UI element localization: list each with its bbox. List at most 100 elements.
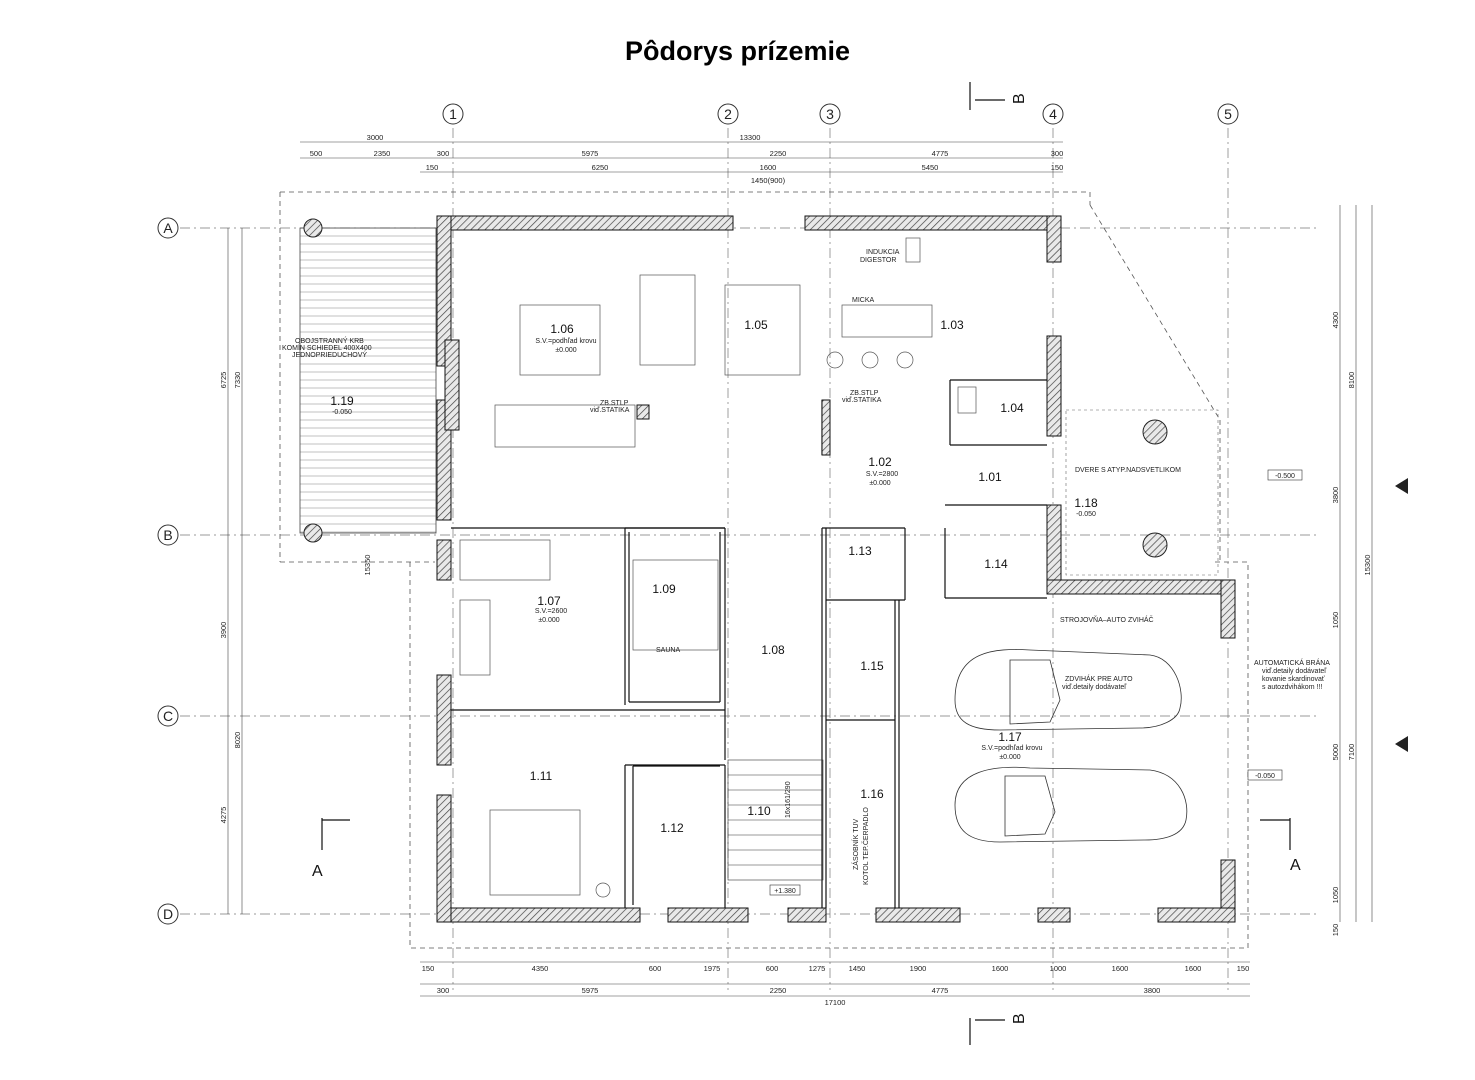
note-brana-1: AUTOMATICKÁ BRÁNA [1254, 658, 1330, 667]
axis-col-3-label: 3 [826, 106, 834, 122]
interior-walls [451, 379, 1047, 908]
room-1-14: 1.14 [984, 557, 1008, 571]
note-level-ext-2: -0.050 [1255, 773, 1275, 780]
dim-bot-r1-7: 1900 [910, 964, 927, 973]
note-digestor: DIGESTOR [860, 257, 896, 264]
room-1-06-note: S.V.=podhľad krovu [535, 338, 596, 345]
room-1-07-level: ±0.000 [538, 617, 559, 624]
stairs-level-box [769, 884, 801, 896]
note-zbstlp-living-1: ZB.STLP [600, 400, 629, 407]
dim-right-8: 150 [1331, 924, 1340, 937]
note-brana-3: kovanie skardinovať [1262, 676, 1325, 683]
axis-col-5-label: 5 [1224, 106, 1232, 122]
concrete-column-living [636, 404, 650, 420]
room-1-17-note: S.V.=podhľad krovu [981, 745, 1042, 752]
room-1-18: 1.18 [1074, 496, 1098, 510]
axis-col-1-label: 1 [449, 106, 457, 122]
room-1-07-note: S.V.=2600 [535, 608, 567, 615]
dim-left-4: 4275 [219, 807, 228, 824]
entry-column-bottom [1142, 532, 1168, 558]
dim-bot-r1-12: 150 [1237, 964, 1250, 973]
dim-top-total: 13300 [740, 133, 761, 142]
room-1-06-level: ±0.000 [555, 347, 576, 354]
dim-bot-r1-11: 1600 [1185, 964, 1202, 973]
page-title: Pôdorys prízemie [624, 36, 851, 66]
dim-left-2: 3900 [219, 622, 228, 639]
dim-bot-r1-0: 150 [422, 964, 435, 973]
dim-top-left: 3000 [367, 133, 384, 142]
entry-column-top [1142, 419, 1168, 445]
dim-bot-r1-4: 600 [766, 964, 779, 973]
entry-arrow-bottom [1395, 736, 1408, 752]
note-krb-1: OBOJSTRANNÝ KRB [295, 336, 364, 345]
room-1-03: 1.03 [940, 318, 964, 332]
axis-col-4: 4 [1042, 103, 1064, 125]
room-1-12: 1.12 [660, 821, 684, 835]
axis-grid [180, 128, 1320, 990]
entry-arrow-top [1395, 478, 1408, 494]
room-1-13: 1.13 [848, 544, 872, 558]
room-1-05: 1.05 [744, 318, 768, 332]
note-zbstlp-kitchen-2: viď.STATIKA [842, 397, 882, 404]
dim-right-4: 1050 [1331, 612, 1340, 629]
axis-col-1: 1 [442, 103, 464, 125]
dim-bot-r2-4: 3800 [1144, 986, 1161, 995]
dim-right-0: 4300 [1331, 312, 1340, 329]
dim-bot-total: 17100 [825, 998, 846, 1007]
room-1-11: 1.11 [530, 769, 553, 783]
dim-top-r2-1: 2350 [374, 149, 391, 158]
room-1-02-note: S.V.=2800 [866, 471, 898, 478]
section-a-right: A [1290, 857, 1301, 874]
dim-top-mid: 1450(900) [751, 176, 786, 185]
exterior-walls [436, 215, 1236, 923]
dim-top-r2-4: 2250 [770, 149, 787, 158]
dim-bot-r1-10: 1600 [1112, 964, 1129, 973]
axis-row-a: A [157, 217, 179, 239]
note-dvere: DVERE S ATYP.NADSVETLIKOM [1075, 467, 1181, 474]
room-1-18-level: -0.050 [1076, 511, 1096, 518]
room-1-16: 1.16 [860, 787, 884, 801]
dim-bot-r2-3: 4775 [932, 986, 949, 995]
stairs [727, 759, 824, 881]
dim-left-5: 15350 [363, 555, 372, 576]
axis-row-a-label: A [163, 220, 173, 236]
dim-left-1: 7330 [233, 372, 242, 389]
dim-top-r3-1: 6250 [592, 163, 609, 172]
dim-bot-r1-5: 1275 [809, 964, 826, 973]
section-b-top: B [1011, 93, 1028, 104]
dim-right-1: 8100 [1347, 372, 1356, 389]
dim-right-7: 1050 [1331, 887, 1340, 904]
axis-col-3: 3 [819, 103, 841, 125]
note-level-ext-1: -0.500 [1275, 473, 1295, 480]
dimension-lines [227, 141, 1373, 997]
terrace-area [299, 227, 437, 534]
car-top [954, 649, 1182, 731]
entry-terrace [1065, 409, 1219, 576]
axis-row-c: C [157, 705, 179, 727]
axis-row-c-label: C [163, 708, 173, 724]
dim-right-2: 3800 [1331, 487, 1340, 504]
room-1-15: 1.15 [860, 659, 884, 673]
dim-top-r3-2: 1600 [760, 163, 777, 172]
furniture [459, 237, 977, 898]
axis-bubbles: 1 2 3 4 5 A B C D [157, 103, 1239, 925]
room-1-09: 1.09 [652, 582, 676, 596]
dim-top-r2-5: 4775 [932, 149, 949, 158]
dim-right-6: 5000 [1331, 744, 1340, 761]
room-1-17-level: ±0.000 [999, 754, 1020, 761]
room-1-02-level: ±0.000 [869, 480, 890, 487]
note-indukcia: INDUKCIA [866, 249, 900, 256]
note-brana-4: s autozdvihákom !!! [1262, 684, 1322, 691]
axis-col-2-label: 2 [724, 106, 732, 122]
ext-level-box-2 [1247, 769, 1283, 781]
note-zbstlp-kitchen-1: ZB.STLP [850, 390, 879, 397]
dim-top-r3-0: 150 [426, 163, 439, 172]
room-1-10: 1.10 [747, 804, 771, 818]
dim-bot-r1-8: 1600 [992, 964, 1009, 973]
dim-bot-r2-1: 5975 [582, 986, 599, 995]
dim-right-5: 7100 [1347, 744, 1356, 761]
note-zasobnik: ZÁSOBNÍK TUV [851, 818, 860, 870]
roof-outline [279, 191, 1249, 949]
dim-bot-r1-6: 1450 [849, 964, 866, 973]
